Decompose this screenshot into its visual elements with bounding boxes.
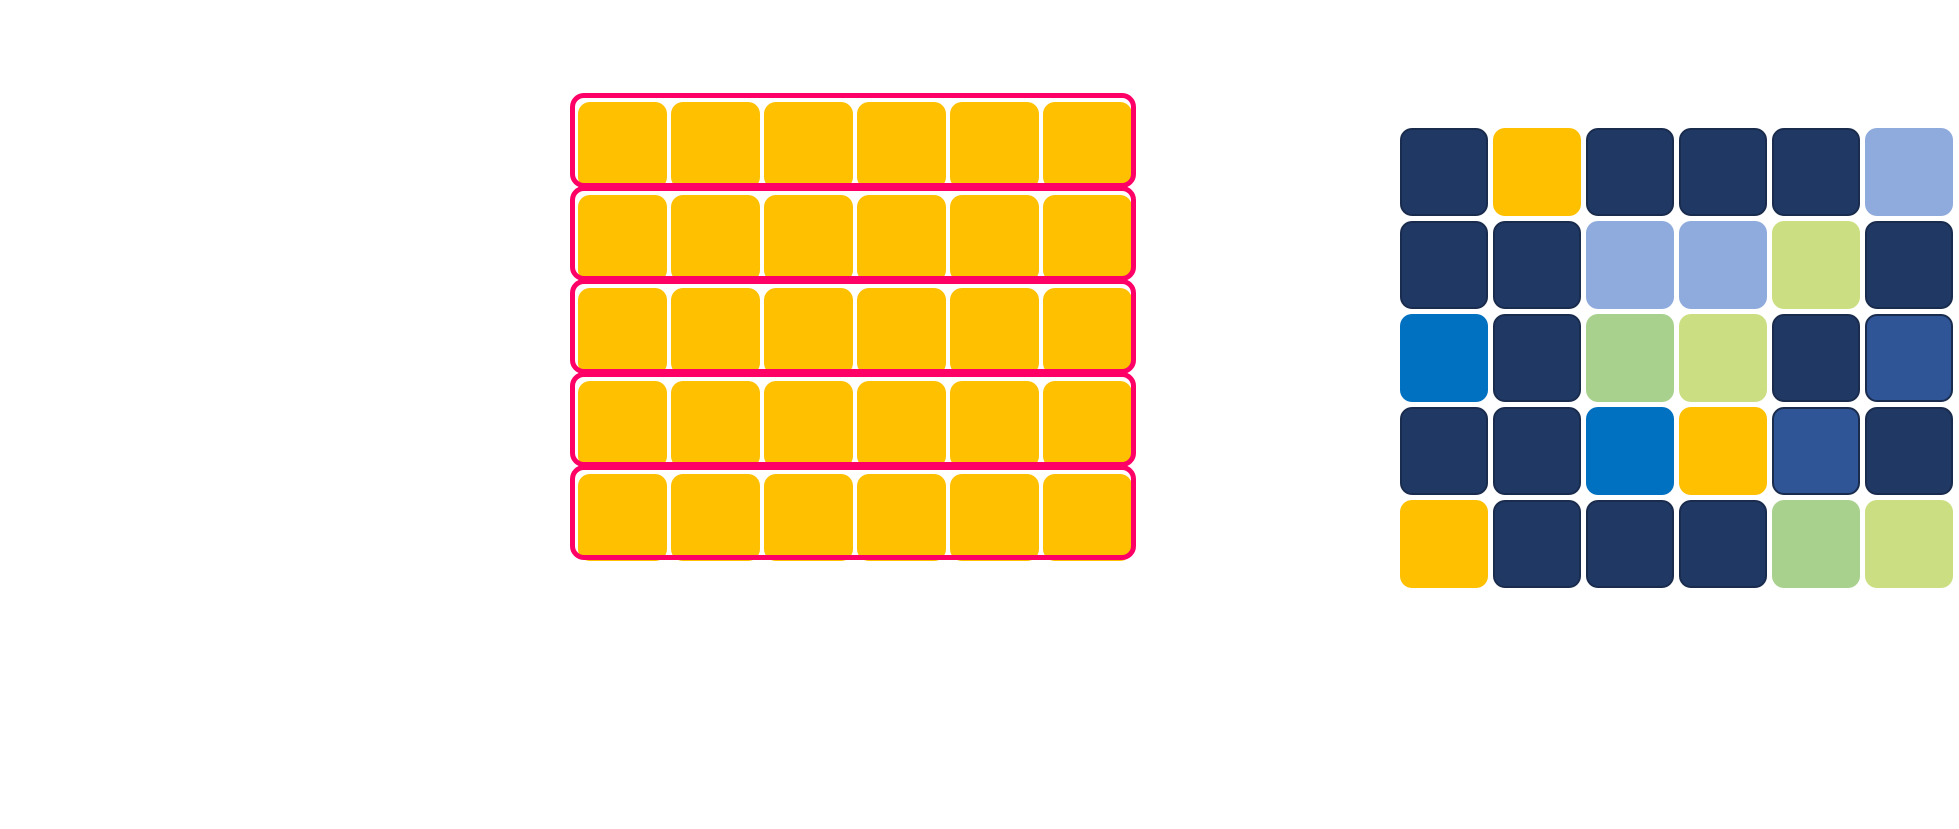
color-cell-navy xyxy=(1493,314,1581,402)
color-cell-navy xyxy=(1400,221,1488,309)
color-cell-navy xyxy=(1400,407,1488,495)
color-cell-light-blue xyxy=(1586,221,1674,309)
grid-cell xyxy=(1043,102,1132,189)
grid-cell xyxy=(578,195,667,282)
grid-cell xyxy=(1043,474,1132,561)
grid-cell xyxy=(950,288,1039,375)
color-cell-yellow xyxy=(1679,407,1767,495)
color-cell-blue xyxy=(1586,407,1674,495)
grid-cell xyxy=(857,381,946,468)
grid-cell xyxy=(1043,381,1132,468)
color-grid xyxy=(1400,128,1959,598)
color-cell-blue xyxy=(1400,314,1488,402)
color-cell-navy xyxy=(1493,407,1581,495)
color-cell-yellow xyxy=(1400,500,1488,588)
color-cell-green xyxy=(1772,500,1860,588)
grid-cell xyxy=(671,195,760,282)
color-cell-lime xyxy=(1865,500,1953,588)
color-cell-navy xyxy=(1493,500,1581,588)
color-cell-light-blue xyxy=(1679,221,1767,309)
color-cell-navy xyxy=(1400,128,1488,216)
grid-cell xyxy=(950,195,1039,282)
grid-cell xyxy=(764,474,853,561)
color-cell-navy xyxy=(1772,128,1860,216)
color-cell-navy xyxy=(1865,407,1953,495)
grid-cell xyxy=(578,288,667,375)
grid-cell xyxy=(1043,195,1132,282)
color-cell-lime xyxy=(1772,221,1860,309)
grid-cell xyxy=(1043,288,1132,375)
grid-cell xyxy=(671,474,760,561)
grid-cell xyxy=(671,288,760,375)
grid-cell xyxy=(578,474,667,561)
color-cell-mid-blue xyxy=(1865,314,1953,402)
color-cell-yellow xyxy=(1493,128,1581,216)
color-cell-navy xyxy=(1586,500,1674,588)
color-cell-navy xyxy=(1772,314,1860,402)
grid-cell xyxy=(950,381,1039,468)
grid-cell xyxy=(857,102,946,189)
color-cell-green xyxy=(1586,314,1674,402)
grid-cell xyxy=(764,195,853,282)
grid-cell xyxy=(857,288,946,375)
color-cell-navy xyxy=(1679,128,1767,216)
color-cell-navy xyxy=(1679,500,1767,588)
grid-cell xyxy=(578,381,667,468)
grid-cell xyxy=(764,102,853,189)
yellow-grid xyxy=(570,93,1136,563)
grid-cell xyxy=(578,102,667,189)
color-cell-lime xyxy=(1679,314,1767,402)
color-cell-navy xyxy=(1865,221,1953,309)
grid-cell xyxy=(671,102,760,189)
grid-cell xyxy=(950,102,1039,189)
grid-cell xyxy=(857,195,946,282)
grid-cell xyxy=(671,381,760,468)
color-cell-mid-blue xyxy=(1772,407,1860,495)
grid-cell xyxy=(764,288,853,375)
color-cell-light-blue xyxy=(1865,128,1953,216)
grid-cell xyxy=(950,474,1039,561)
grid-cell xyxy=(764,381,853,468)
grid-cell xyxy=(857,474,946,561)
color-cell-navy xyxy=(1586,128,1674,216)
color-cell-navy xyxy=(1493,221,1581,309)
